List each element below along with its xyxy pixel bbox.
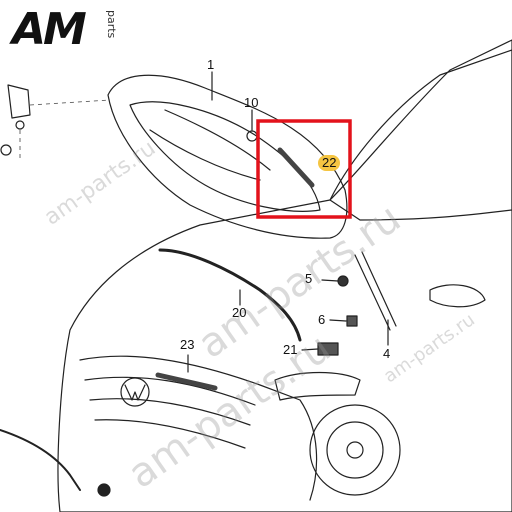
- wheel-outline: [309, 404, 401, 496]
- leader-6: [329, 319, 347, 322]
- hood-inner-frame: [129, 101, 321, 212]
- part-5-clip: [337, 275, 349, 287]
- seal-strip: [158, 248, 302, 342]
- mirror-outline: [429, 284, 486, 308]
- part-23-strip: [155, 372, 218, 391]
- hood-panel: [107, 74, 348, 239]
- windshield-outline: [329, 49, 512, 221]
- callout-20: 20: [232, 305, 247, 320]
- callout-1: 1: [207, 57, 215, 72]
- brand-logo: AM parts: [12, 6, 142, 56]
- callout-5: 5: [305, 271, 313, 286]
- release-cable: [0, 429, 81, 491]
- part-22-strip: [277, 147, 315, 188]
- part-21-bracket: [317, 342, 339, 356]
- callout-22: 22: [318, 155, 341, 171]
- release-handle: [7, 84, 31, 119]
- logo-mark: AM: [12, 4, 87, 55]
- callout-4: 4: [383, 346, 391, 361]
- callout-10: 10: [244, 95, 259, 110]
- grommet: [97, 483, 111, 497]
- part-6-clip: [346, 315, 358, 327]
- emblem-outline: [120, 377, 150, 407]
- headlight-outline: [274, 371, 361, 401]
- hood-strut: [354, 251, 397, 331]
- highlight-box: [256, 119, 352, 219]
- grille-outline: [79, 355, 318, 501]
- car-body-outline: [57, 39, 512, 512]
- callout-23: 23: [180, 337, 195, 352]
- dash-leader-left: [29, 99, 111, 106]
- callout-21: 21: [283, 342, 298, 357]
- leader-21: [301, 348, 319, 351]
- leader-5: [321, 279, 339, 282]
- callout-6: 6: [318, 312, 326, 327]
